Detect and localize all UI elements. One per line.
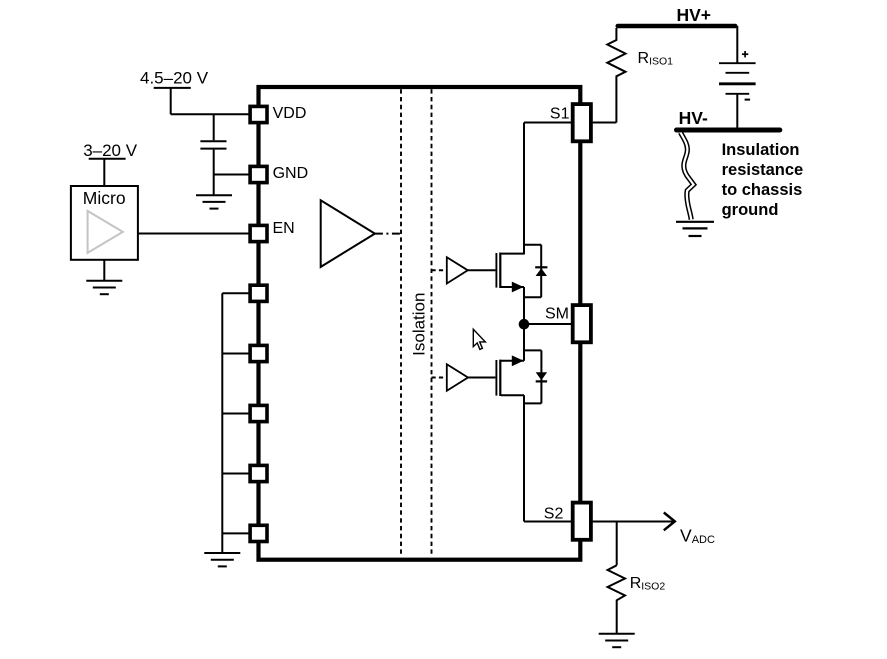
- svg-text:S2: S2: [544, 505, 564, 522]
- svg-text:VDD: VDD: [273, 105, 307, 122]
- svg-text:resistance: resistance: [722, 161, 804, 179]
- svg-text:ground: ground: [722, 201, 779, 219]
- svg-text:HV-: HV-: [679, 108, 708, 128]
- svg-text:EN: EN: [273, 220, 295, 237]
- svg-text:GND: GND: [273, 165, 309, 182]
- svg-text:Micro: Micro: [83, 188, 126, 208]
- svg-text:3–20 V: 3–20 V: [83, 141, 138, 160]
- svg-text:4.5–20 V: 4.5–20 V: [140, 69, 209, 88]
- svg-text:S1: S1: [550, 105, 570, 122]
- svg-text:HV+: HV+: [677, 5, 712, 25]
- svg-text:SM: SM: [545, 305, 569, 322]
- svg-text:to chassis: to chassis: [722, 181, 803, 199]
- svg-text:Insulation: Insulation: [722, 141, 800, 159]
- svg-text:Isolation: Isolation: [409, 293, 428, 356]
